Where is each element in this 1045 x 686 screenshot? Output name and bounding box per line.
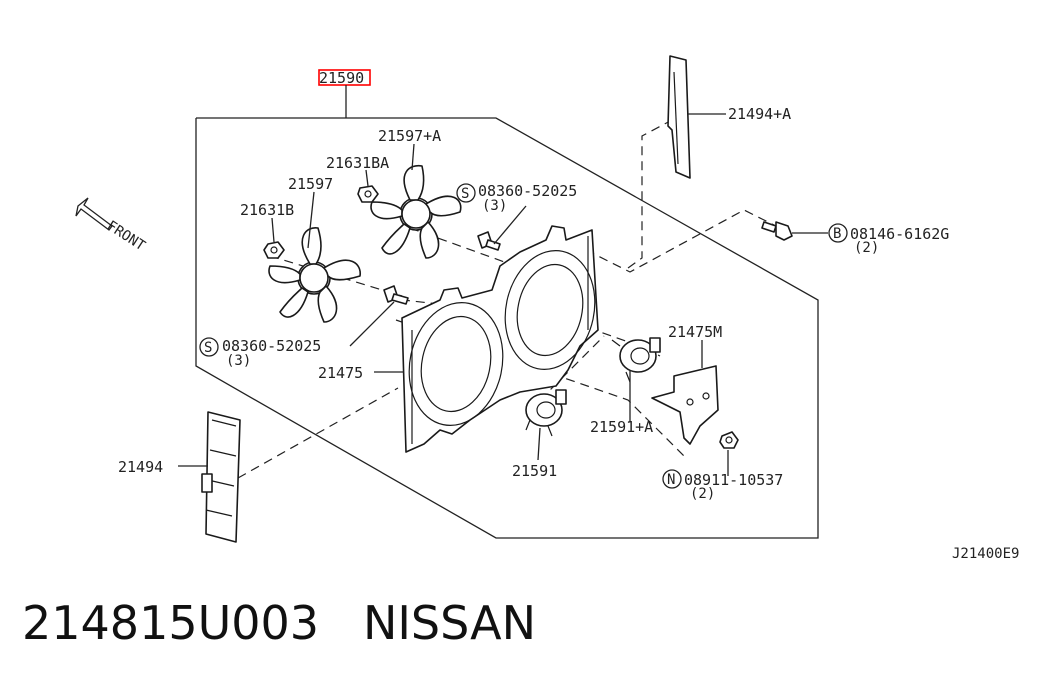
callout-21631ba: 21631BA xyxy=(326,154,389,172)
callout-21631b: 21631B xyxy=(240,201,294,219)
callout-08360-left-qty: (3) xyxy=(226,353,251,369)
callout-21475: 21475 xyxy=(318,364,363,382)
circle-code-s2 xyxy=(199,337,219,357)
svg-text:S: S xyxy=(461,186,469,202)
screw-top xyxy=(477,231,501,251)
svg-text:B: B xyxy=(833,226,841,242)
circle-code-b xyxy=(828,223,848,243)
callout-21597a: 21597+A xyxy=(378,127,441,145)
callout-08360-top-qty: (3) xyxy=(482,198,507,214)
callout-21494a: 21494+A xyxy=(728,105,791,123)
shroud-plate-left xyxy=(201,411,241,543)
highlight-box xyxy=(318,69,371,86)
screw-left xyxy=(383,285,409,305)
motor-bracket xyxy=(651,365,719,445)
callout-08360-top: 08360-52025 xyxy=(478,182,577,200)
circle-code-s1 xyxy=(456,183,476,203)
brand-name: NISSAN xyxy=(362,596,537,650)
fan-shroud xyxy=(401,225,599,453)
callout-21597: 21597 xyxy=(288,175,333,193)
callout-21591a: 21591+A xyxy=(590,418,653,436)
bolt-08146 xyxy=(761,221,793,241)
nut-21631ba xyxy=(357,185,379,203)
circle-code-n xyxy=(662,469,682,489)
svg-text:N: N xyxy=(667,472,675,488)
svg-text:S: S xyxy=(204,340,212,356)
callout-08146-qty: (2) xyxy=(854,240,879,256)
nut-08911 xyxy=(719,431,739,449)
fan-motor-right xyxy=(611,337,661,383)
fan-motor-left xyxy=(525,389,567,437)
part-number: 214815U003 xyxy=(22,596,320,650)
front-arrow-icon xyxy=(75,197,113,231)
part-number-caption: 214815U003 NISSAN xyxy=(22,596,536,650)
callout-21591: 21591 xyxy=(512,462,557,480)
shroud-plate-right xyxy=(667,55,691,179)
fan-blade-left xyxy=(268,227,361,323)
diagram-code: J21400E9 xyxy=(952,546,1020,562)
callout-08911-qty: (2) xyxy=(690,486,715,502)
callout-21475m: 21475M xyxy=(668,323,722,341)
callout-08911: 08911-10537 xyxy=(684,471,783,489)
callout-21590: 21590 xyxy=(319,69,364,87)
front-label: FRONT xyxy=(104,218,149,255)
callout-08360-left: 08360-52025 xyxy=(222,337,321,355)
callout-21494: 21494 xyxy=(118,458,163,476)
callout-08146: 08146-6162G xyxy=(850,225,949,243)
assembly-frame xyxy=(195,117,819,539)
fan-blade-right xyxy=(370,164,462,259)
nut-21631b xyxy=(263,241,285,259)
